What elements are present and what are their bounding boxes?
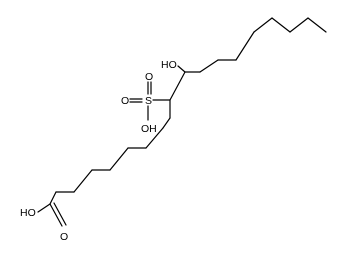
- sulfur-label: S: [145, 95, 152, 107]
- bond: [199, 59, 219, 73]
- oxygen-left-label: O: [121, 95, 129, 107]
- bond: [169, 71, 186, 101]
- bond: [49, 191, 57, 205]
- bond: [145, 127, 164, 149]
- bond: [307, 17, 327, 33]
- sulfonic-acid-group: [129, 81, 152, 121]
- bond: [289, 17, 309, 33]
- bond-to-acid-hydroxyl: [37, 203, 51, 213]
- carboxylic-acid-group: [37, 202, 67, 227]
- bond: [253, 17, 273, 33]
- core-carbons: [152, 65, 186, 101]
- acid-carbonyl-label: O: [60, 231, 68, 243]
- bond-to-carbonyl: [49, 203, 63, 227]
- acid-hydroxyl-label: HO: [20, 207, 36, 219]
- bond: [73, 169, 93, 193]
- double-bond: [53, 202, 67, 226]
- alkyl-chain-bottom: [49, 99, 171, 205]
- bond-to-hydroxyl: [177, 65, 186, 73]
- bond: [162, 117, 171, 129]
- bond: [271, 17, 291, 33]
- alkyl-chain-top: [184, 17, 327, 73]
- sulfonic-hydroxyl-label: OH: [141, 123, 157, 135]
- bond: [235, 31, 255, 61]
- oxygen-top-label: O: [145, 71, 153, 83]
- hydroxyl-label: HO: [161, 59, 177, 71]
- bond: [109, 147, 129, 171]
